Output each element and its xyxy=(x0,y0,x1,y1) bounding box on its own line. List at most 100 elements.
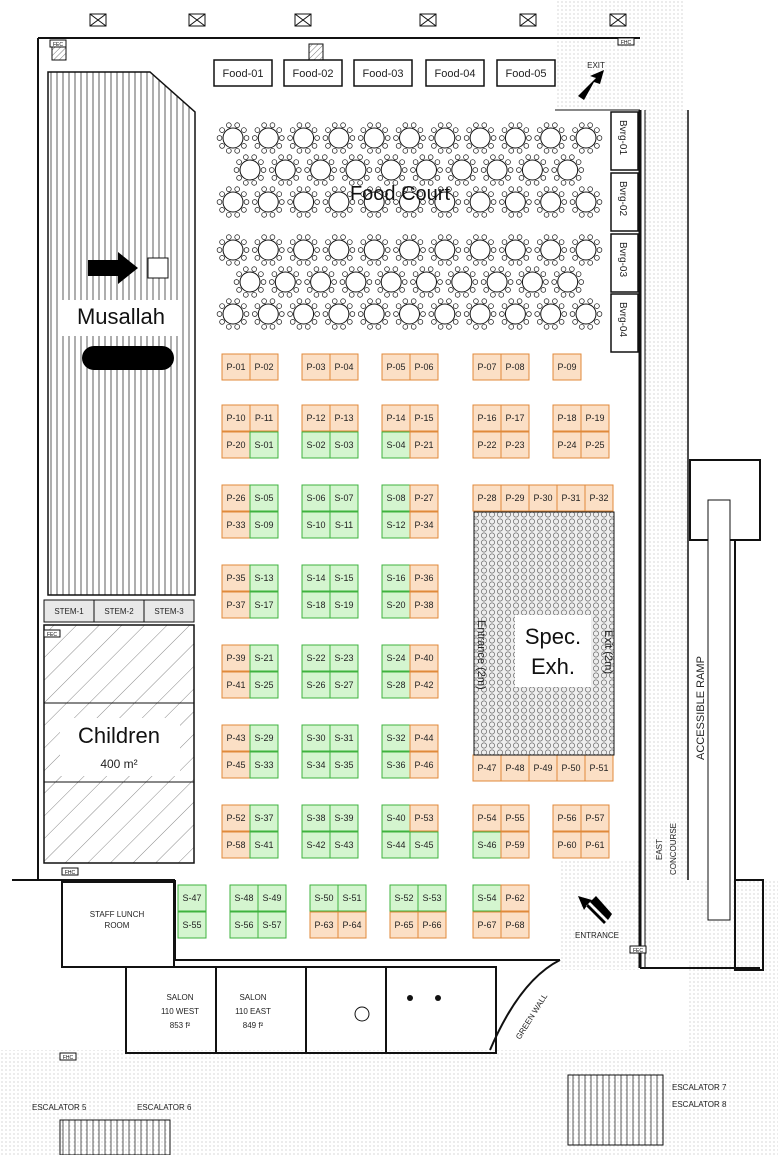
booth[interactable]: S-33 xyxy=(249,751,279,779)
booth[interactable]: S-55 xyxy=(177,911,207,939)
booth[interactable]: P-53 xyxy=(409,804,439,832)
booth[interactable]: S-56 xyxy=(229,911,259,939)
booth[interactable]: S-20 xyxy=(381,591,411,619)
booth[interactable]: P-50 xyxy=(556,754,586,782)
booth[interactable]: S-07 xyxy=(329,484,359,512)
booth[interactable]: P-52 xyxy=(221,804,251,832)
booth[interactable]: P-06 xyxy=(409,353,439,381)
booth[interactable]: P-60 xyxy=(552,831,582,859)
booth[interactable]: P-36 xyxy=(409,564,439,592)
booth[interactable]: P-56 xyxy=(552,804,582,832)
booth[interactable]: P-46 xyxy=(409,751,439,779)
booth[interactable]: P-12 xyxy=(301,404,331,432)
booth[interactable]: P-28 xyxy=(472,484,502,512)
booth[interactable]: P-39 xyxy=(221,644,251,672)
booth[interactable]: S-26 xyxy=(301,671,331,699)
booth[interactable]: P-32 xyxy=(584,484,614,512)
booth[interactable]: S-24 xyxy=(381,644,411,672)
booth[interactable]: P-17 xyxy=(500,404,530,432)
booth[interactable]: P-65 xyxy=(389,911,419,939)
booth[interactable]: P-66 xyxy=(417,911,447,939)
booth[interactable]: P-20 xyxy=(221,431,251,459)
booth[interactable]: P-09 xyxy=(552,353,582,381)
booth[interactable]: S-32 xyxy=(381,724,411,752)
booth[interactable]: S-46 xyxy=(472,831,502,859)
booth[interactable]: P-33 xyxy=(221,511,251,539)
booth[interactable]: S-12 xyxy=(381,511,411,539)
booth[interactable]: S-50 xyxy=(309,884,339,912)
booth[interactable]: P-25 xyxy=(580,431,610,459)
booth[interactable]: S-30 xyxy=(301,724,331,752)
booth[interactable]: P-34 xyxy=(409,511,439,539)
booth[interactable]: P-26 xyxy=(221,484,251,512)
booth[interactable]: S-14 xyxy=(301,564,331,592)
booth[interactable]: S-04 xyxy=(381,431,411,459)
beverage-stall[interactable]: Bvrg-04 xyxy=(610,293,639,353)
booth[interactable]: S-47 xyxy=(177,884,207,912)
booth[interactable]: P-22 xyxy=(472,431,502,459)
booth[interactable]: S-40 xyxy=(381,804,411,832)
booth[interactable]: P-68 xyxy=(500,911,530,939)
booth[interactable]: P-44 xyxy=(409,724,439,752)
booth[interactable]: P-11 xyxy=(249,404,279,432)
booth[interactable]: S-09 xyxy=(249,511,279,539)
children-area[interactable]: Children 400 m² xyxy=(43,624,195,864)
booth[interactable]: P-14 xyxy=(381,404,411,432)
food-stall[interactable]: Food-05 xyxy=(496,59,556,87)
booth[interactable]: P-63 xyxy=(309,911,339,939)
booth[interactable]: P-21 xyxy=(409,431,439,459)
booth[interactable]: S-27 xyxy=(329,671,359,699)
booth[interactable]: P-04 xyxy=(329,353,359,381)
stem-3-label[interactable]: STEM-3 xyxy=(154,607,184,616)
booth[interactable]: P-54 xyxy=(472,804,502,832)
booth[interactable]: S-39 xyxy=(329,804,359,832)
booth[interactable]: S-42 xyxy=(301,831,331,859)
food-stall[interactable]: Food-03 xyxy=(353,59,413,87)
booth[interactable]: P-24 xyxy=(552,431,582,459)
booth[interactable]: P-01 xyxy=(221,353,251,381)
booth[interactable]: S-48 xyxy=(229,884,259,912)
booth[interactable]: P-13 xyxy=(329,404,359,432)
booth[interactable]: P-58 xyxy=(221,831,251,859)
booth[interactable]: P-55 xyxy=(500,804,530,832)
booth[interactable]: S-49 xyxy=(257,884,287,912)
booth[interactable]: S-52 xyxy=(389,884,419,912)
food-stall[interactable]: Food-04 xyxy=(425,59,485,87)
booth[interactable]: S-06 xyxy=(301,484,331,512)
booth[interactable]: P-57 xyxy=(580,804,610,832)
booth[interactable]: S-43 xyxy=(329,831,359,859)
booth[interactable]: P-19 xyxy=(580,404,610,432)
booth[interactable]: S-03 xyxy=(329,431,359,459)
booth[interactable]: S-54 xyxy=(472,884,502,912)
booth[interactable]: P-67 xyxy=(472,911,502,939)
booth[interactable]: P-07 xyxy=(472,353,502,381)
booth[interactable]: S-31 xyxy=(329,724,359,752)
booth[interactable]: S-16 xyxy=(381,564,411,592)
booth[interactable]: S-38 xyxy=(301,804,331,832)
booth[interactable]: P-08 xyxy=(500,353,530,381)
booth[interactable]: S-57 xyxy=(257,911,287,939)
booth[interactable]: P-16 xyxy=(472,404,502,432)
booth[interactable]: P-47 xyxy=(472,754,502,782)
beverage-stall[interactable]: Bvrg-02 xyxy=(610,172,639,232)
booth[interactable]: P-62 xyxy=(500,884,530,912)
booth[interactable]: S-22 xyxy=(301,644,331,672)
booth[interactable]: P-40 xyxy=(409,644,439,672)
booth[interactable]: S-34 xyxy=(301,751,331,779)
musallah-area[interactable]: Musallah xyxy=(47,71,196,596)
booth[interactable]: S-02 xyxy=(301,431,331,459)
booth[interactable]: P-03 xyxy=(301,353,331,381)
food-stall[interactable]: Food-02 xyxy=(283,59,343,87)
booth[interactable]: S-18 xyxy=(301,591,331,619)
booth[interactable]: S-53 xyxy=(417,884,447,912)
booth[interactable]: P-64 xyxy=(337,911,367,939)
beverage-stall[interactable]: Bvrg-01 xyxy=(610,111,639,171)
booth[interactable]: S-15 xyxy=(329,564,359,592)
booth[interactable]: P-23 xyxy=(500,431,530,459)
booth[interactable]: S-41 xyxy=(249,831,279,859)
booth[interactable]: S-44 xyxy=(381,831,411,859)
booth[interactable]: S-13 xyxy=(249,564,279,592)
booth[interactable]: S-25 xyxy=(249,671,279,699)
booth[interactable]: S-10 xyxy=(301,511,331,539)
stem-2-label[interactable]: STEM-2 xyxy=(104,607,134,616)
